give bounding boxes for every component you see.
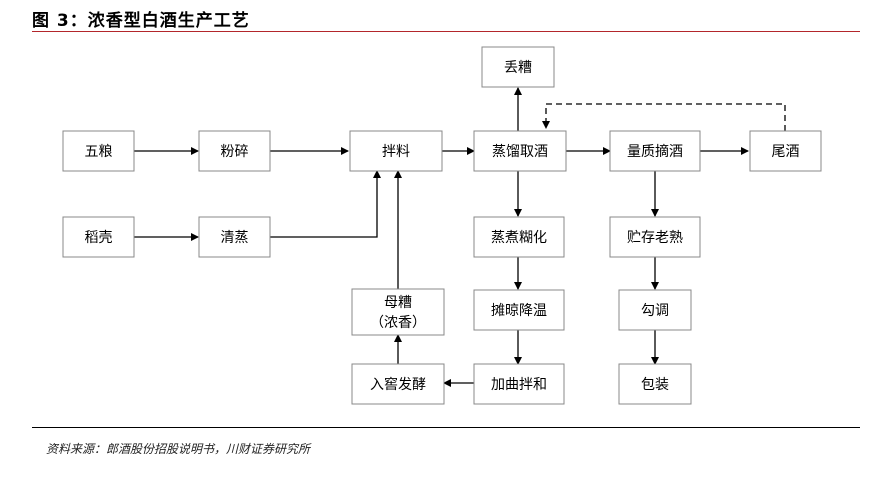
node-muzao-label-line1: 母糟 — [384, 295, 412, 311]
node-baozhuang: 包装 — [618, 363, 692, 405]
node-weijiu: 尾酒 — [749, 130, 822, 172]
node-liangzhi-label: 量质摘酒 — [627, 143, 683, 160]
node-qingzheng-label: 清蒸 — [221, 230, 249, 246]
node-liangzhi: 量质摘酒 — [609, 130, 701, 172]
arrow-qingzheng-banliao — [270, 170, 381, 238]
source-note: 资料来源：郎酒股份招股说明书，川财证券研究所 — [46, 442, 311, 456]
node-fensui: 粉碎 — [198, 130, 271, 172]
title-divider — [32, 31, 860, 32]
node-zhucun-label: 贮存老熟 — [627, 230, 683, 246]
node-diuzao-label: 丢糟 — [504, 60, 532, 76]
node-baozhuang-label: 包装 — [641, 377, 669, 393]
node-daoke-label: 稻壳 — [85, 229, 113, 246]
node-zhengliu: 蒸馏取酒 — [473, 130, 567, 172]
arrow-weijiu-zhengliu-dashed — [542, 103, 786, 131]
figure-title: 图 3：浓香型白酒生产工艺 — [32, 11, 250, 31]
node-tanliang-label: 摊晾降温 — [491, 303, 547, 319]
node-zhengliu-label: 蒸馏取酒 — [492, 144, 548, 160]
node-rujiao: 入窖发酵 — [351, 363, 445, 405]
node-banliao: 拌料 — [349, 130, 443, 172]
node-weijiu-label: 尾酒 — [772, 144, 800, 160]
node-zhengzhu-label: 蒸煮糊化 — [491, 230, 547, 246]
node-goutiao-label: 勾调 — [641, 303, 669, 319]
footer-divider — [32, 427, 860, 428]
node-tanliang: 摊晾降温 — [473, 289, 565, 331]
node-zhucun: 贮存老熟 — [609, 216, 701, 258]
node-rujiao-label: 入窖发酵 — [370, 376, 426, 393]
node-daoke: 稻壳 — [62, 216, 135, 258]
node-zhengzhu: 蒸煮糊化 — [473, 216, 565, 258]
node-qingzheng: 清蒸 — [198, 216, 271, 258]
node-muzao-label-line2: （浓香） — [370, 315, 426, 331]
node-jiaqu-label: 加曲拌和 — [491, 377, 547, 393]
node-wuliang: 五粮 — [62, 130, 135, 172]
flow-arrows — [134, 87, 786, 387]
node-fensui-label: 粉碎 — [221, 144, 249, 160]
node-diuzao: 丢糟 — [481, 46, 555, 88]
node-wuliang-label: 五粮 — [85, 144, 113, 160]
node-muzao: 母糟 （浓香） — [351, 288, 445, 336]
node-banliao-label: 拌料 — [382, 144, 410, 160]
node-goutiao: 勾调 — [618, 289, 692, 331]
process-flow-diagram: 五粮 粉碎 拌料 蒸馏取酒 量质摘酒 尾酒 稻壳 清蒸 丢糟 蒸煮糊化 摊晾降温 — [62, 46, 822, 405]
node-jiaqu: 加曲拌和 — [473, 363, 565, 405]
